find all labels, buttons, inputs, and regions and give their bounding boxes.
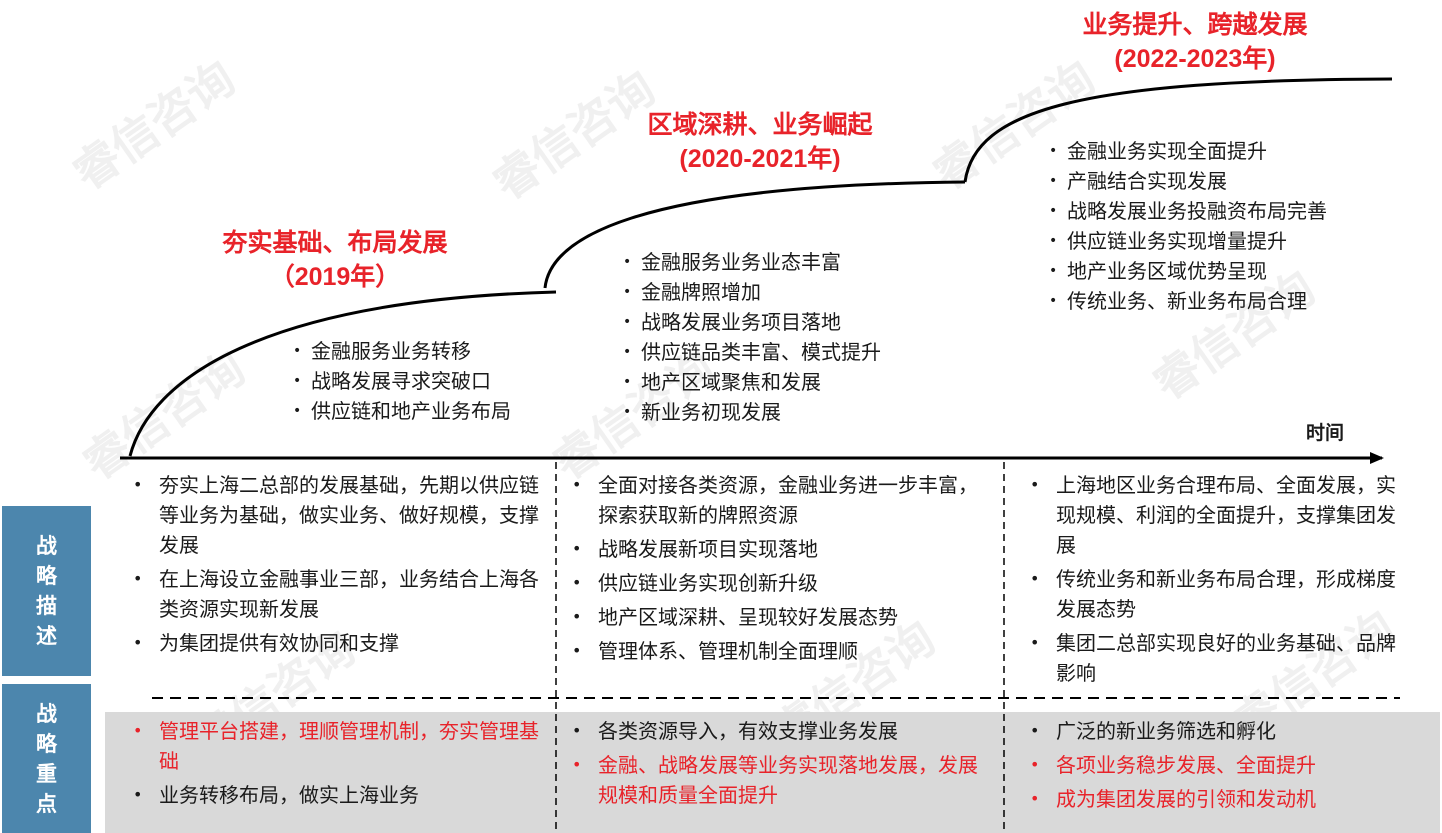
description-column-2020-2021: 全面对接各类资源，金融业务进一步丰富，探索获取新的牌照资源 战略发展新项目实现落… bbox=[566, 470, 986, 670]
list-item: 新业务初现发展 bbox=[623, 397, 881, 427]
list-item: 战略发展新项目实现落地 bbox=[566, 534, 986, 564]
growth-curve-2020-2021 bbox=[543, 180, 966, 289]
growth-curve-2022-2023 bbox=[963, 77, 1393, 183]
list-item: 夯实上海二总部的发展基础，先期以供应链等业务为基础，做实业务、做好规模，支撑发展 bbox=[127, 470, 547, 560]
list-item: 广泛的新业务筛选和孵化 bbox=[1024, 716, 1404, 746]
list-item: 供应链业务实现增量提升 bbox=[1049, 226, 1327, 256]
list-item: 地产区域深耕、呈现较好发展态势 bbox=[566, 602, 986, 632]
list-item: 地产区域聚焦和发展 bbox=[623, 367, 881, 397]
stage-1-title: 夯实基础、布局发展 （2019年） bbox=[222, 228, 448, 291]
list-item: 地产业务区域优势呈现 bbox=[1049, 256, 1327, 286]
list-item: 产融结合实现发展 bbox=[1049, 166, 1327, 196]
time-axis-label: 时间 bbox=[1306, 422, 1345, 444]
stage-2-items: 金融服务业务业态丰富 金融牌照增加 战略发展业务项目落地 供应链品类丰富、模式提… bbox=[623, 247, 881, 427]
list-item: 集团二总部实现良好的业务基础、品牌影响 bbox=[1024, 628, 1404, 688]
strategy-description-label: 战 略 描 述 bbox=[2, 506, 91, 676]
focus-column-2022-2023: 广泛的新业务筛选和孵化 各项业务稳步发展、全面提升 成为集团发展的引领和发动机 bbox=[1024, 716, 1404, 818]
list-item: 供应链业务实现创新升级 bbox=[566, 568, 986, 598]
list-item: 传统业务、新业务布局合理 bbox=[1049, 286, 1327, 316]
list-item: 金融业务实现全面提升 bbox=[1049, 136, 1327, 166]
strategy-focus-label: 战 略 重 点 bbox=[2, 684, 91, 833]
stage-3-items: 金融业务实现全面提升 产融结合实现发展 战略发展业务投融资布局完善 供应链业务实… bbox=[1049, 136, 1327, 316]
list-item: 供应链和地产业务布局 bbox=[293, 396, 511, 426]
list-item: 为集团提供有效协同和支撑 bbox=[127, 628, 547, 658]
list-item: 战略发展寻求突破口 bbox=[293, 366, 511, 396]
list-item: 业务转移布局，做实上海业务 bbox=[127, 780, 547, 810]
list-item: 战略发展业务投融资布局完善 bbox=[1049, 196, 1327, 226]
list-item: 上海地区业务合理布局、全面发展，实现规模、利润的全面提升，支撑集团发展 bbox=[1024, 470, 1404, 560]
list-item: 金融服务业务转移 bbox=[293, 336, 511, 366]
list-item: 金融、战略发展等业务实现落地发展，发展规模和质量全面提升 bbox=[566, 750, 986, 810]
list-item: 各类资源导入，有效支撑业务发展 bbox=[566, 716, 986, 746]
list-item: 管理平台搭建，理顺管理机制，夯实管理基础 bbox=[127, 716, 547, 776]
description-column-2019: 夯实上海二总部的发展基础，先期以供应链等业务为基础，做实业务、做好规模，支撑发展… bbox=[127, 470, 547, 662]
focus-column-2019: 管理平台搭建，理顺管理机制，夯实管理基础 业务转移布局，做实上海业务 bbox=[127, 716, 547, 814]
list-item: 金融服务业务业态丰富 bbox=[623, 247, 881, 277]
list-item: 成为集团发展的引领和发动机 bbox=[1024, 784, 1404, 814]
list-item: 各项业务稳步发展、全面提升 bbox=[1024, 750, 1404, 780]
list-item: 供应链品类丰富、模式提升 bbox=[623, 337, 881, 367]
stage-2-title: 区域深耕、业务崛起 (2020-2021年) bbox=[647, 110, 873, 173]
stage-3-title: 业务提升、跨越发展 (2022-2023年) bbox=[1082, 10, 1308, 73]
description-column-2022-2023: 上海地区业务合理布局、全面发展，实现规模、利润的全面提升，支撑集团发展 传统业务… bbox=[1024, 470, 1404, 692]
list-item: 管理体系、管理机制全面理顺 bbox=[566, 636, 986, 666]
focus-column-2020-2021: 各类资源导入，有效支撑业务发展 金融、战略发展等业务实现落地发展，发展规模和质量… bbox=[566, 716, 986, 814]
list-item: 战略发展业务项目落地 bbox=[623, 307, 881, 337]
growth-curve-2019 bbox=[128, 290, 557, 457]
list-item: 在上海设立金融事业三部，业务结合上海各类资源实现新发展 bbox=[127, 564, 547, 624]
list-item: 传统业务和新业务布局合理，形成梯度发展态势 bbox=[1024, 564, 1404, 624]
list-item: 全面对接各类资源，金融业务进一步丰富，探索获取新的牌照资源 bbox=[566, 470, 986, 530]
stage-1-items: 金融服务业务转移 战略发展寻求突破口 供应链和地产业务布局 bbox=[293, 336, 511, 426]
list-item: 金融牌照增加 bbox=[623, 277, 881, 307]
